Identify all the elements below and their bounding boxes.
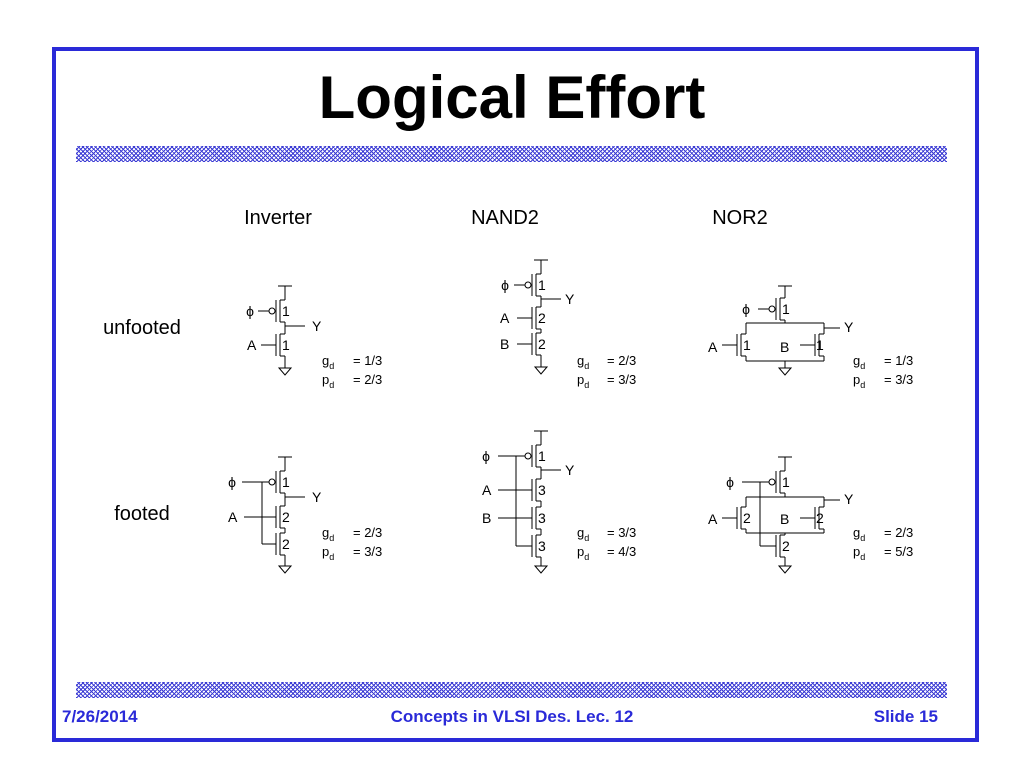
- nor2-unfooted-input-a-label: A: [708, 339, 718, 355]
- nand2-unfooted-input-a-label: A: [500, 310, 510, 326]
- inv-footed-p-label: pd: [322, 544, 334, 562]
- column-header-inverter: Inverter: [244, 207, 312, 229]
- nand2-footed-p-value: = 4/3: [607, 544, 636, 559]
- nand2-footed-a-size: 3: [538, 482, 546, 498]
- inv-footed-clock-label: ϕ: [228, 474, 236, 490]
- inv-unfooted-a-size: 1: [282, 337, 290, 353]
- nor2-footed-g-value: = 2/3: [884, 525, 913, 540]
- nand2-footed-input-b-label: B: [482, 510, 491, 526]
- nor2-footed-b-size: 2: [816, 510, 824, 526]
- inv-unfooted-p-label: pd: [322, 372, 334, 390]
- nor2-footed-a-size: 2: [743, 510, 751, 526]
- inv-unfooted-g-value: = 1/3: [353, 353, 382, 368]
- slide-title: Logical Effort: [318, 64, 706, 131]
- inv-footed-foot-size: 2: [282, 536, 290, 552]
- nor2-footed-g-label: gd: [853, 525, 865, 543]
- nand2-unfooted-p-value: = 3/3: [607, 372, 636, 387]
- footer-course: Concepts in VLSI Des. Lec. 12: [390, 707, 634, 726]
- nand2-footed-output-label: Y: [565, 462, 575, 478]
- nand2-unfooted-b-size: 2: [538, 336, 546, 352]
- nand2-footed-g-value: = 3/3: [607, 525, 636, 540]
- nand2-unfooted-clock-size: 1: [538, 277, 546, 293]
- nor2-unfooted-p-value: = 3/3: [884, 372, 913, 387]
- nor2-footed-clock-size: 1: [782, 474, 790, 490]
- inv-unfooted-g-label: gd: [322, 353, 334, 371]
- inv-unfooted-output-label: Y: [312, 318, 322, 334]
- nor2-unfooted-p-label: pd: [853, 372, 865, 390]
- nor2-unfooted-clock-label: ϕ: [742, 301, 750, 317]
- nor2-unfooted-b-size: 1: [816, 337, 824, 353]
- nand2-footed-foot-size: 3: [538, 538, 546, 554]
- nor2-unfooted-g-value: = 1/3: [884, 353, 913, 368]
- inverter-unfooted-schematic: [258, 285, 305, 376]
- nand2-unfooted-g-value: = 2/3: [607, 353, 636, 368]
- slide-frame: [52, 47, 979, 742]
- nand2-unfooted-p-label: pd: [577, 372, 589, 390]
- nor2-footed-foot-size: 2: [782, 538, 790, 554]
- nand2-unfooted-a-size: 2: [538, 310, 546, 326]
- column-header-nor2: NOR2: [712, 207, 768, 229]
- nor2-footed-schematic: [722, 456, 840, 574]
- nand2-footed-clock-size: 1: [538, 448, 546, 464]
- inv-unfooted-clock-label: ϕ: [246, 303, 254, 319]
- nand2-footed-schematic: [498, 430, 561, 574]
- nor2-unfooted-clock-size: 1: [782, 301, 790, 317]
- footer-slide-number: Slide 15: [873, 707, 938, 726]
- inv-footed-g-value: = 2/3: [353, 525, 382, 540]
- nor2-unfooted-output-label: Y: [844, 319, 854, 335]
- nor2-footed-clock-label: ϕ: [726, 474, 734, 490]
- column-header-nand2: NAND2: [471, 207, 539, 229]
- nor2-footed-input-a-label: A: [708, 511, 718, 527]
- inverter-footed-schematic: [242, 456, 305, 574]
- inv-unfooted-clock-size: 1: [282, 303, 290, 319]
- nor2-footed-input-b-label: B: [780, 511, 789, 527]
- top-pattern-band: [76, 146, 947, 162]
- inv-footed-p-value: = 3/3: [353, 544, 382, 559]
- nand2-footed-g-label: gd: [577, 525, 589, 543]
- inv-footed-output-label: Y: [312, 489, 322, 505]
- inv-footed-a-size: 2: [282, 509, 290, 525]
- inv-unfooted-p-value: = 2/3: [353, 372, 382, 387]
- nand2-footed-clock-label: ϕ: [482, 448, 490, 464]
- nor2-unfooted-g-label: gd: [853, 353, 865, 371]
- nand2-unfooted-clock-label: ϕ: [501, 277, 509, 293]
- nor2-footed-output-label: Y: [844, 491, 854, 507]
- row-label-unfooted: unfooted: [103, 317, 181, 339]
- nand2-unfooted-input-b-label: B: [500, 336, 509, 352]
- inv-footed-clock-size: 1: [282, 474, 290, 490]
- nor2-footed-p-value: = 5/3: [884, 544, 913, 559]
- inv-unfooted-input-a-label: A: [247, 337, 257, 353]
- nor2-unfooted-a-size: 1: [743, 337, 751, 353]
- inv-footed-g-label: gd: [322, 525, 334, 543]
- nand2-footed-input-a-label: A: [482, 482, 492, 498]
- nand2-unfooted-g-label: gd: [577, 353, 589, 371]
- bottom-pattern-band: [76, 682, 947, 698]
- nand2-footed-p-label: pd: [577, 544, 589, 562]
- nor2-unfooted-input-b-label: B: [780, 339, 789, 355]
- nand2-footed-b-size: 3: [538, 510, 546, 526]
- nor2-unfooted-schematic: [722, 285, 840, 376]
- nand2-unfooted-output-label: Y: [565, 291, 575, 307]
- footer-date: 7/26/2014: [62, 707, 138, 726]
- inv-footed-input-a-label: A: [228, 509, 238, 525]
- nand2-unfooted-schematic: [514, 259, 561, 375]
- row-label-footed: footed: [114, 503, 170, 525]
- nor2-footed-p-label: pd: [853, 544, 865, 562]
